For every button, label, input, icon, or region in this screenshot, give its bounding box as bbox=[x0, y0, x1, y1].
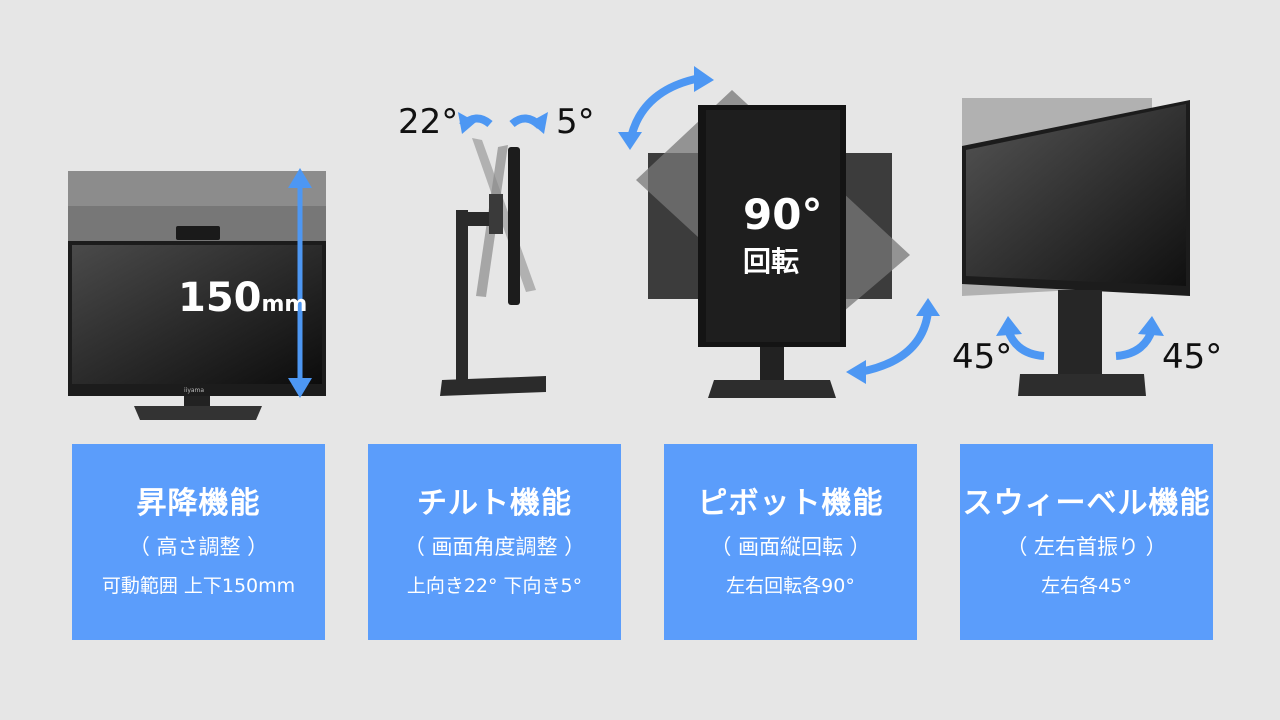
pivot-arrow-top bbox=[626, 74, 701, 143]
pivot-illustration: 90° 回転 bbox=[610, 0, 940, 430]
feature-subtitle: （ 高さ調整 ） bbox=[128, 535, 269, 559]
arrow-down-icon bbox=[288, 378, 312, 398]
pivot-arrow-bottom-head-icon bbox=[846, 360, 866, 384]
swivel-stand bbox=[1058, 290, 1102, 376]
monitor-screen bbox=[72, 245, 322, 384]
pivot-arrow-top-tail-icon bbox=[618, 132, 642, 150]
webcam bbox=[176, 226, 220, 240]
monitor-neck bbox=[184, 396, 210, 406]
pivot-arrow-bottom bbox=[859, 311, 932, 376]
feature-box-height: 昇降機能 （ 高さ調整 ） 可動範囲 上下150mm bbox=[72, 444, 325, 640]
feature-box-tilt: チルト機能 （ 画面角度調整 ） 上向き22° 下向き5° bbox=[368, 444, 621, 640]
feature-subtitle: （ 画面角度調整 ） bbox=[403, 535, 586, 559]
tilt-back-angle: 22° bbox=[398, 102, 459, 142]
feature-box-pivot: ピボット機能 （ 画面縦回転 ） 左右回転各90° bbox=[664, 444, 917, 640]
height-value-label: 150mm bbox=[178, 275, 307, 321]
feature-title: ピボット機能 bbox=[697, 486, 884, 521]
tilt-stand-arm bbox=[458, 212, 498, 226]
height-unit: mm bbox=[261, 292, 308, 317]
swivel-right-angle: 45° bbox=[1162, 337, 1223, 377]
swivel-base bbox=[1018, 374, 1146, 396]
swivel-screen bbox=[966, 104, 1186, 286]
tilt-graphic bbox=[440, 112, 548, 396]
swivel-right-arrow-icon bbox=[1138, 316, 1164, 336]
tilt-illustration: 22° 5° bbox=[380, 0, 630, 430]
swivel-left-angle: 45° bbox=[952, 337, 1013, 377]
brand-logo: iiyama bbox=[184, 387, 205, 394]
monitor-base bbox=[134, 406, 262, 420]
pivot-portrait-screen bbox=[706, 110, 840, 342]
swivel-graphic bbox=[962, 98, 1190, 396]
tilt-hinge bbox=[489, 194, 503, 234]
height-adjust-illustration: 150mm iiyama bbox=[0, 0, 340, 430]
pivot-base bbox=[708, 380, 836, 398]
feature-detail: 上向き22° 下向き5° bbox=[406, 575, 583, 597]
feature-title: スウィーベル機能 bbox=[962, 486, 1211, 521]
pivot-rotation-label: 回転 bbox=[743, 245, 800, 278]
height-adjust-graphic bbox=[68, 168, 326, 420]
feature-title: チルト機能 bbox=[417, 486, 572, 521]
feature-subtitle: （ 左右首振り ） bbox=[1006, 535, 1167, 559]
height-value: 150 bbox=[178, 275, 262, 321]
feature-subtitle: （ 画面縦回転 ） bbox=[710, 535, 871, 559]
feature-detail: 左右各45° bbox=[1041, 575, 1132, 597]
tilt-back-arrow-icon bbox=[458, 112, 476, 134]
tilt-forward-angle: 5° bbox=[556, 102, 595, 142]
tilt-base bbox=[440, 376, 546, 396]
feature-box-swivel: スウィーベル機能 （ 左右首振り ） 左右各45° bbox=[960, 444, 1213, 640]
pivot-stand bbox=[760, 347, 784, 381]
feature-title: 昇降機能 bbox=[136, 486, 261, 521]
swivel-left-arrow-icon bbox=[996, 316, 1022, 336]
tilt-forward-arrow-icon bbox=[530, 112, 548, 134]
pivot-arrow-bottom-tail-icon bbox=[916, 298, 940, 316]
pivot-angle: 90° bbox=[743, 190, 823, 239]
feature-detail: 左右回転各90° bbox=[726, 575, 855, 597]
arrow-up-icon bbox=[288, 168, 312, 188]
feature-detail: 可動範囲 上下150mm bbox=[101, 575, 296, 597]
swivel-illustration: 45° 45° bbox=[940, 0, 1280, 430]
pivot-graphic bbox=[618, 66, 940, 398]
pivot-arrow-top-head-icon bbox=[694, 66, 714, 92]
tilt-monitor-side bbox=[508, 147, 520, 305]
tilt-stand bbox=[456, 210, 468, 380]
